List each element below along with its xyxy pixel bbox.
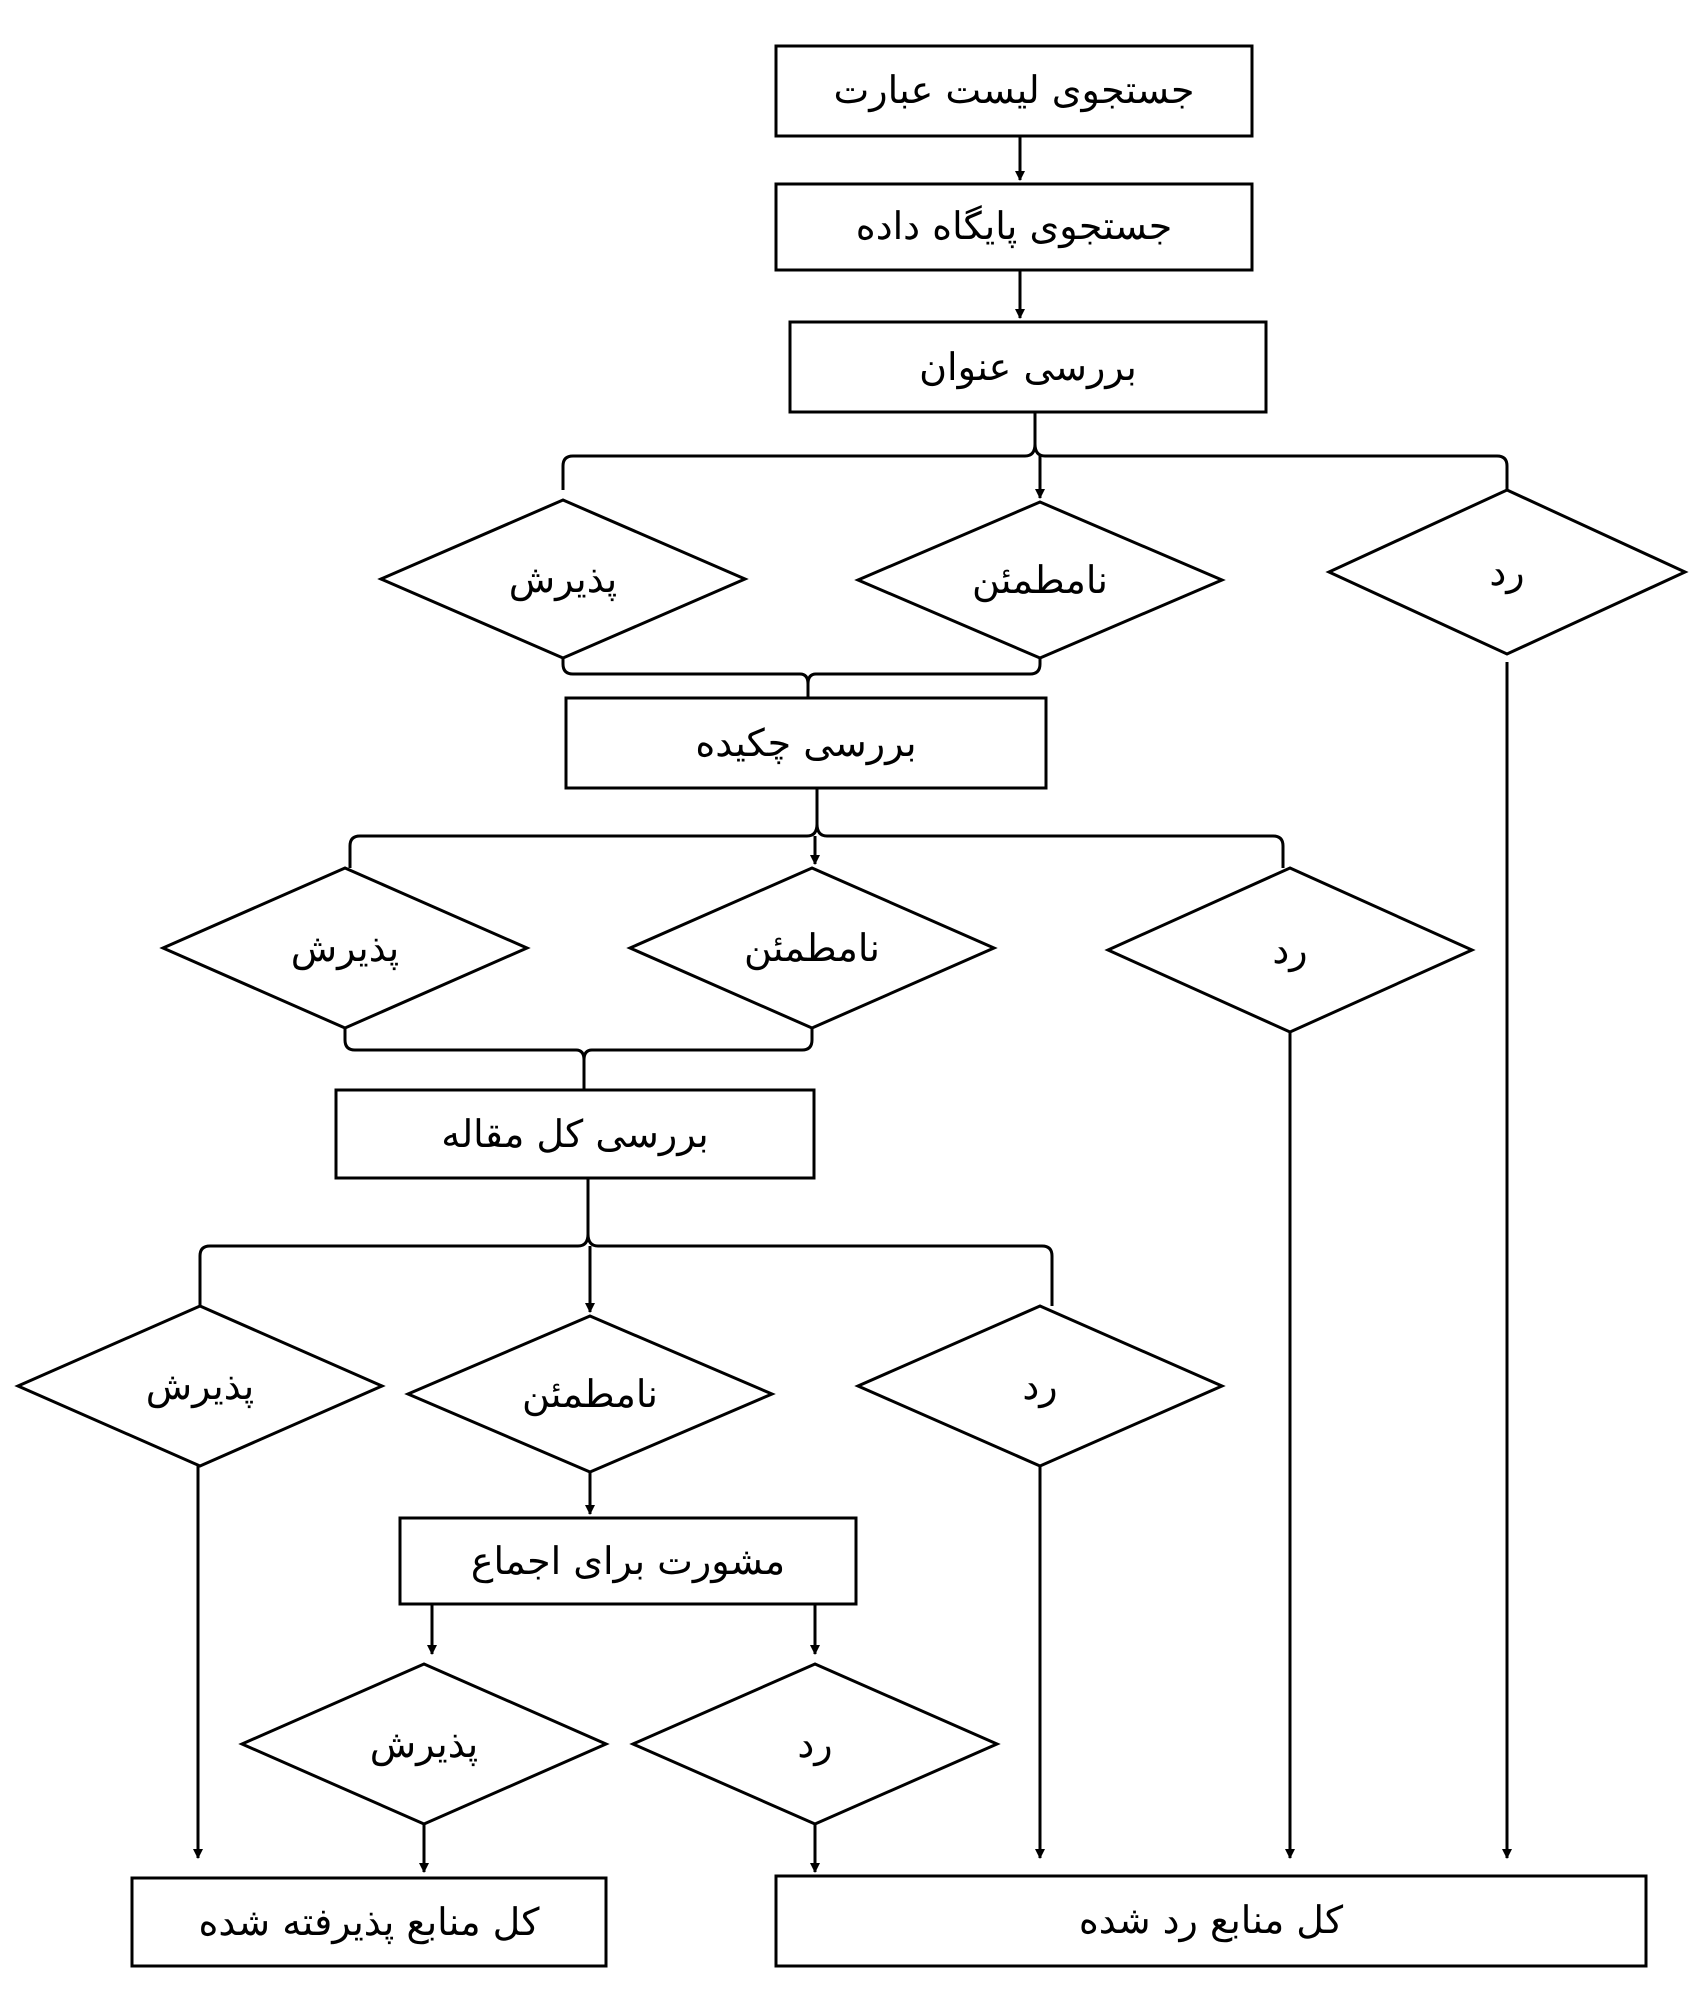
abstract-merge-brace <box>343 1028 814 1090</box>
title-uncertain-diamond: نامطمئن <box>854 500 1226 660</box>
abstract-accept-label: پذیرش <box>291 926 399 971</box>
consensus-label: مشورت برای اجماع <box>471 1539 785 1584</box>
abstract-reject-diamond: رد <box>1104 866 1476 1034</box>
accepted-sources-label: کل منابع پذیرفته شده <box>198 1900 540 1945</box>
consensus-reject-label: رد <box>797 1722 832 1767</box>
rejected-sources-label: کل منابع رد شده <box>1079 1898 1344 1943</box>
title-review-label: بررسی عنوان <box>919 345 1137 390</box>
title-accept-diamond: پذیرش <box>377 498 749 660</box>
abstract-review-box: بررسی چکیده <box>564 696 1048 790</box>
search-terms-label: جستجوی لیست عبارت <box>833 68 1194 113</box>
consensus-box: مشورت برای اجماع <box>398 1516 858 1606</box>
title-review-brace <box>561 412 1509 490</box>
fulltext-uncertain-diamond: نامطمئن <box>404 1314 776 1474</box>
consensus-accept-diamond: پذیرش <box>238 1662 610 1826</box>
search-database-label: جستجوی پایگاه داده <box>856 204 1172 249</box>
abstract-uncertain-label: نامطمئن <box>744 926 880 971</box>
abstract-review-label: بررسی چکیده <box>695 721 916 766</box>
abstract-accept-diamond: پذیرش <box>159 866 531 1030</box>
fulltext-reject-diamond: رد <box>854 1304 1226 1468</box>
fulltext-review-brace <box>198 1178 1054 1306</box>
search-database-box: جستجوی پایگاه داده <box>774 182 1254 272</box>
title-accept-label: پذیرش <box>509 557 617 602</box>
fulltext-reject-label: رد <box>1022 1364 1057 1409</box>
title-uncertain-label: نامطمئن <box>972 558 1108 603</box>
search-terms-box: جستجوی لیست عبارت <box>774 44 1254 138</box>
fulltext-review-label: بررسی کل مقاله <box>441 1112 709 1157</box>
fulltext-accept-diamond: پذیرش <box>14 1304 386 1468</box>
abstract-review-brace <box>348 788 1285 868</box>
abstract-reject-label: رد <box>1272 928 1307 973</box>
consensus-accept-label: پذیرش <box>370 1722 478 1767</box>
title-reject-diamond: رد <box>1325 488 1689 656</box>
consensus-reject-diamond: رد <box>629 1662 1001 1826</box>
fulltext-accept-label: پذیرش <box>146 1364 254 1409</box>
rejected-sources-box: کل منابع رد شده <box>774 1874 1648 1968</box>
title-merge-brace <box>561 658 1042 698</box>
accepted-sources-box: کل منابع پذیرفته شده <box>130 1876 608 1968</box>
fulltext-review-box: بررسی کل مقاله <box>334 1088 816 1180</box>
abstract-uncertain-diamond: نامطمئن <box>626 866 998 1030</box>
fulltext-uncertain-label: نامطمئن <box>522 1372 658 1417</box>
title-reject-label: رد <box>1489 550 1524 595</box>
title-review-box: بررسی عنوان <box>788 320 1268 414</box>
